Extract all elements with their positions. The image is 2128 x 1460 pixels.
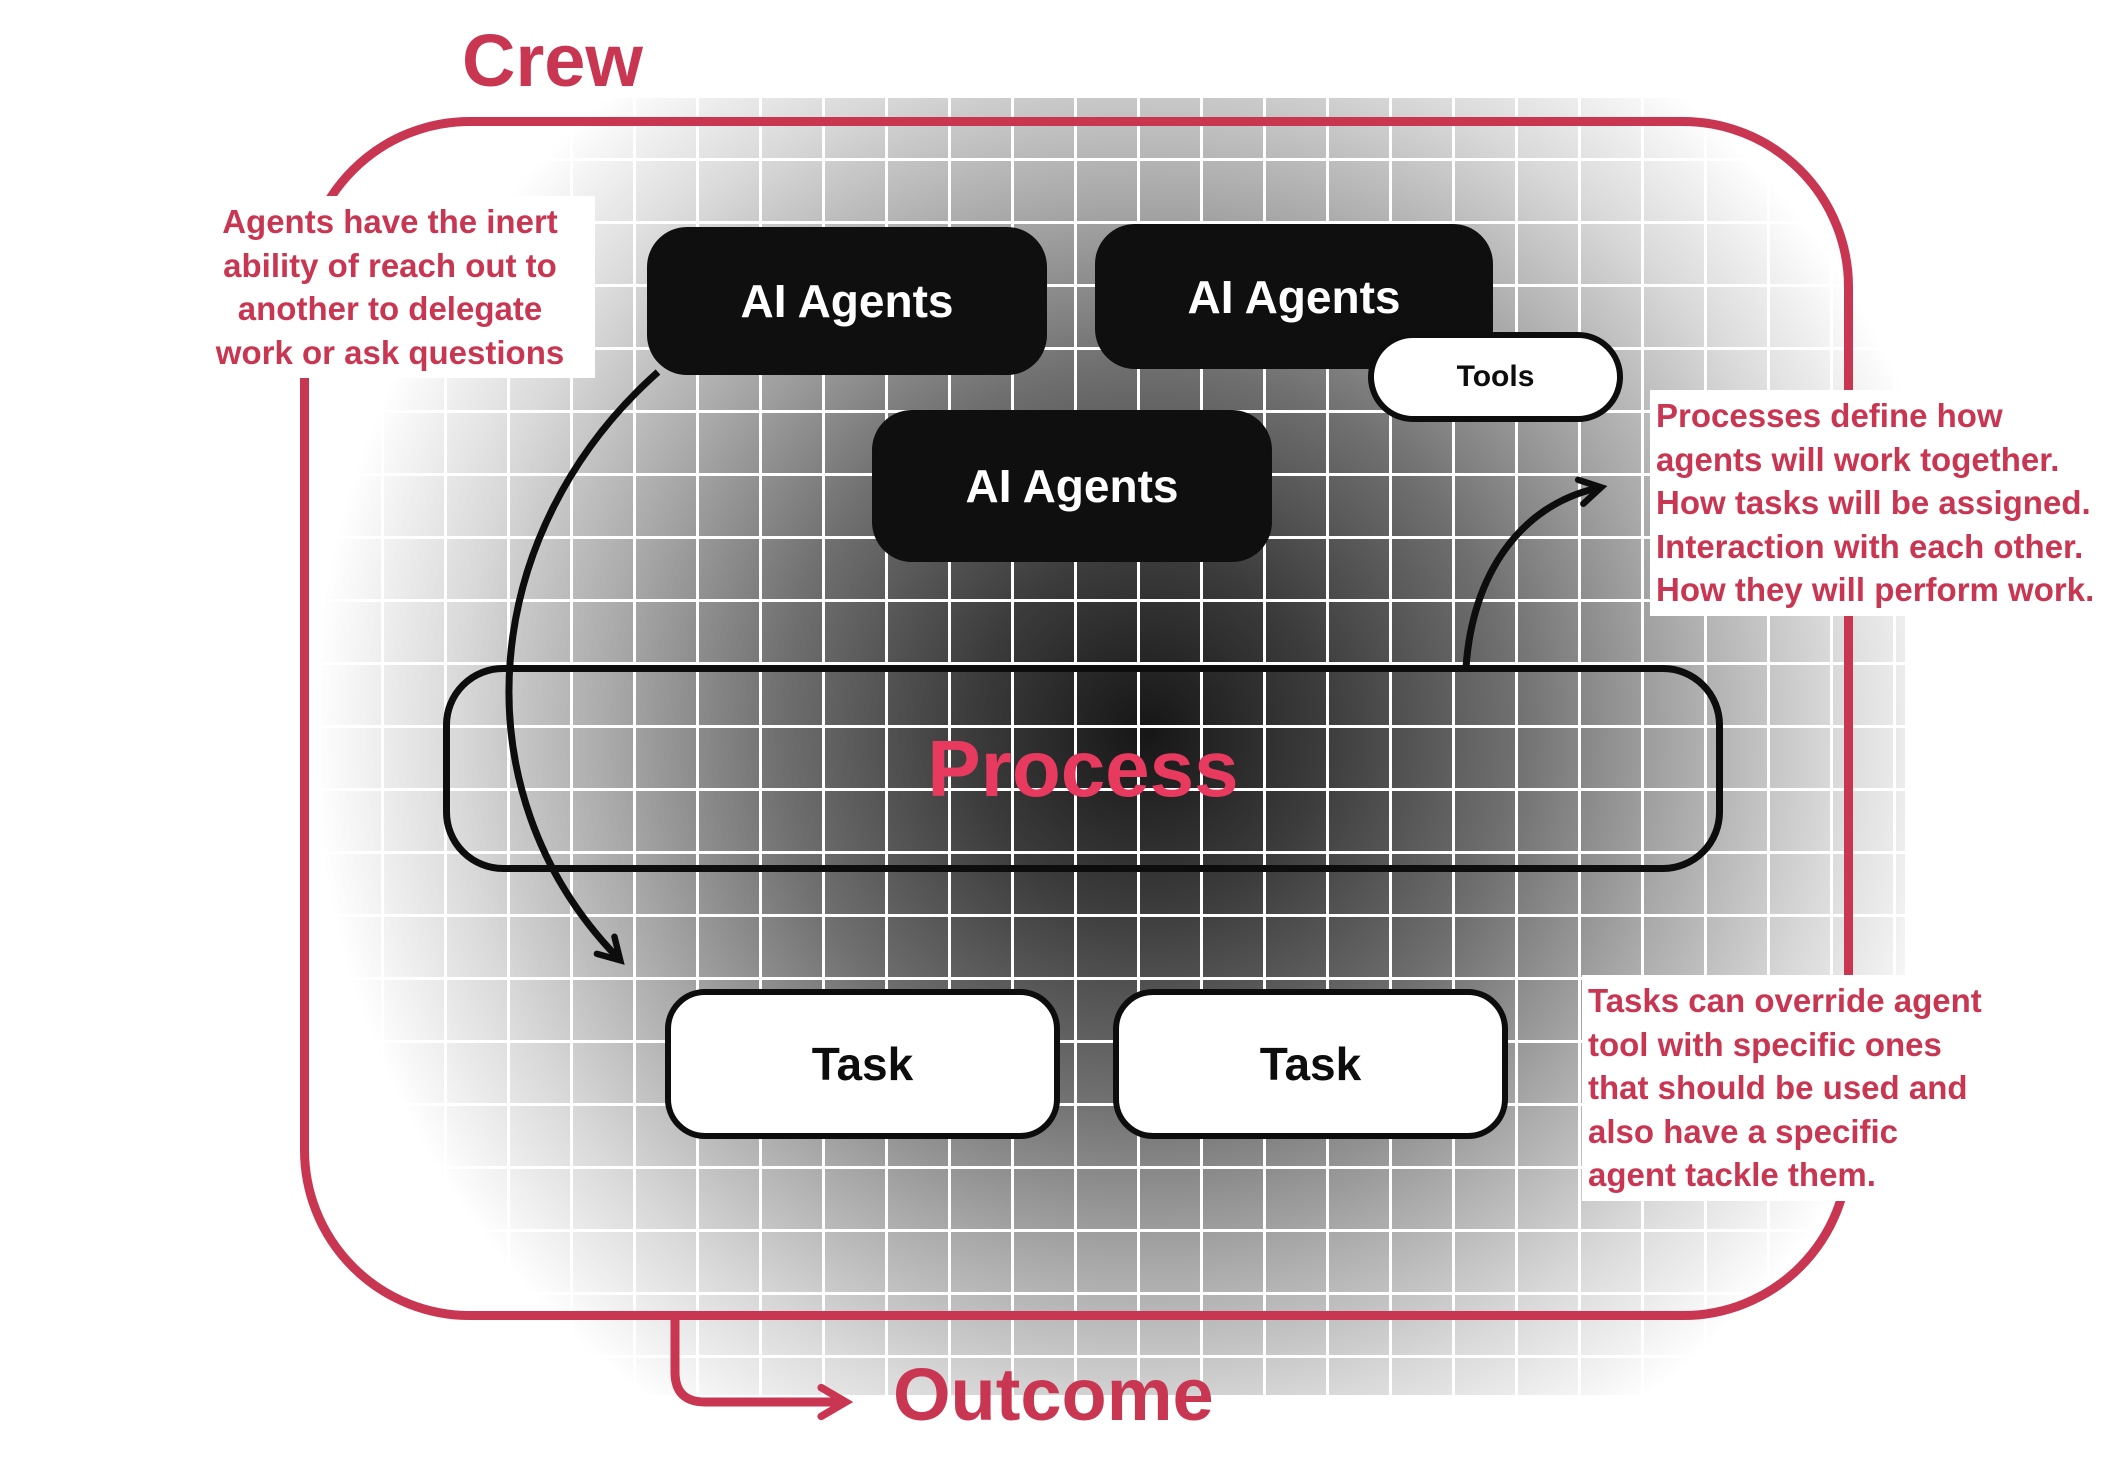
ai-agents-label-3: AI Agents (965, 460, 1179, 512)
tools-label: Tools (1456, 360, 1535, 393)
process-box: Process (443, 665, 1723, 872)
process-label: Process (927, 723, 1239, 813)
crew-boundary-box (300, 117, 1853, 1320)
outcome-title: Outcome (893, 1353, 1214, 1436)
task-label-2: Task (1259, 1038, 1362, 1090)
ai-agents-box-3: AI Agents (872, 410, 1272, 562)
task-label-1: Task (811, 1038, 914, 1090)
task-override-note: Tasks can override agent tool with speci… (1582, 975, 2042, 1201)
agents-delegation-note: Agents have the inert ability of reach o… (185, 196, 595, 379)
tools-pill: Tools (1368, 332, 1623, 422)
task-box-2: Task (1113, 989, 1508, 1139)
ai-agents-label-2: AI Agents (1187, 270, 1401, 323)
crew-title: Crew (462, 19, 643, 102)
ai-agents-label-1: AI Agents (740, 275, 954, 327)
task-box-1: Task (665, 989, 1060, 1139)
ai-agents-box-1: AI Agents (647, 227, 1047, 375)
process-definition-note: Processes define how agents will work to… (1650, 390, 2128, 616)
